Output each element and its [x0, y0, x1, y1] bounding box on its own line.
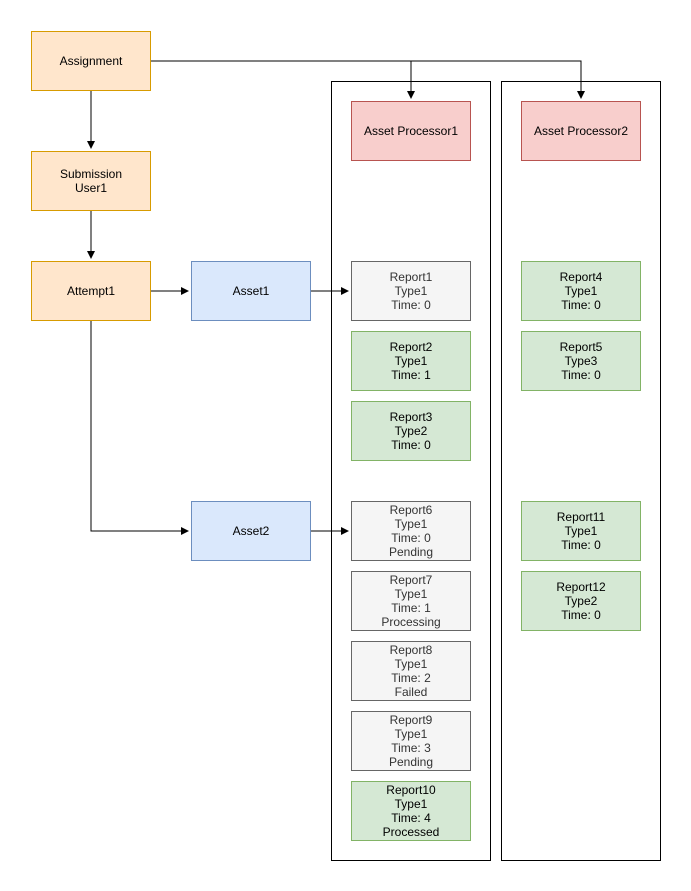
report10-label: Report10 Type1 Time: 4 Processed: [382, 783, 440, 839]
report2-node[interactable]: Report2 Type1 Time: 1: [351, 331, 471, 391]
report9-label: Report9 Type1 Time: 3 Pending: [388, 713, 434, 769]
submission-label: Submission User1: [59, 167, 123, 195]
assignment-label: Assignment: [59, 54, 123, 68]
report12-label: Report12 Type2 Time: 0: [556, 580, 606, 622]
attempt-label: Attempt1: [66, 284, 116, 298]
processor1-node[interactable]: Asset Processor1: [351, 101, 471, 161]
asset1-node[interactable]: Asset1: [191, 261, 311, 321]
report1-node[interactable]: Report1 Type1 Time: 0: [351, 261, 471, 321]
asset2-label: Asset2: [232, 524, 270, 538]
report3-node[interactable]: Report3 Type2 Time: 0: [351, 401, 471, 461]
report9-node[interactable]: Report9 Type1 Time: 3 Pending: [351, 711, 471, 771]
asset2-node[interactable]: Asset2: [191, 501, 311, 561]
report11-label: Report11 Type1 Time: 0: [556, 510, 606, 552]
report4-node[interactable]: Report4 Type1 Time: 0: [521, 261, 641, 321]
report11-node[interactable]: Report11 Type1 Time: 0: [521, 501, 641, 561]
report3-label: Report3 Type2 Time: 0: [389, 410, 433, 452]
processor2-container: [501, 81, 661, 861]
submission-node[interactable]: Submission User1: [31, 151, 151, 211]
processor2-label: Asset Processor2: [533, 124, 629, 138]
processor1-container: [331, 81, 491, 861]
edge-attempt-asset2: [90, 321, 189, 535]
report2-label: Report2 Type1 Time: 1: [389, 340, 433, 382]
report1-label: Report1 Type1 Time: 0: [389, 270, 433, 312]
report10-node[interactable]: Report10 Type1 Time: 4 Processed: [351, 781, 471, 841]
processor2-node[interactable]: Asset Processor2: [521, 101, 641, 161]
report6-label: Report6 Type1 Time: 0 Pending: [388, 503, 434, 559]
report6-node[interactable]: Report6 Type1 Time: 0 Pending: [351, 501, 471, 561]
report7-label: Report7 Type1 Time: 1 Processing: [381, 573, 441, 629]
edge-assignment-processor2: [411, 60, 585, 99]
attempt-node[interactable]: Attempt1: [31, 261, 151, 321]
report7-node[interactable]: Report7 Type1 Time: 1 Processing: [351, 571, 471, 631]
assignment-node[interactable]: Assignment: [31, 31, 151, 91]
report8-node[interactable]: Report8 Type1 Time: 2 Failed: [351, 641, 471, 701]
processor1-label: Asset Processor1: [363, 124, 459, 138]
report4-label: Report4 Type1 Time: 0: [559, 270, 603, 312]
report8-label: Report8 Type1 Time: 2 Failed: [389, 643, 433, 699]
report5-label: Report5 Type3 Time: 0: [559, 340, 603, 382]
asset1-label: Asset1: [232, 284, 270, 298]
report5-node[interactable]: Report5 Type3 Time: 0: [521, 331, 641, 391]
report12-node[interactable]: Report12 Type2 Time: 0: [521, 571, 641, 631]
